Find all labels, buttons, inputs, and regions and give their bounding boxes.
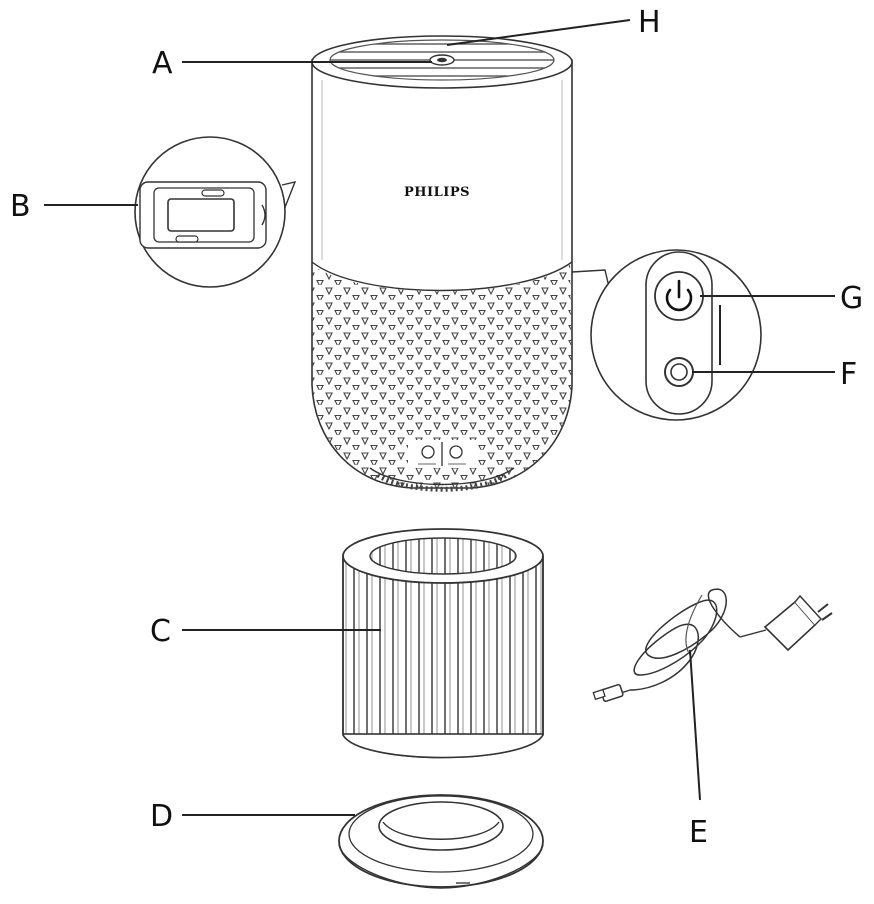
filter-cartridge bbox=[342, 528, 544, 759]
air-purifier-unit: PHILIPS bbox=[311, 35, 573, 492]
filter-indicator-icon bbox=[421, 445, 435, 459]
circle-button-icon bbox=[670, 363, 688, 381]
bottom-indicators bbox=[408, 440, 478, 468]
label-G: G bbox=[840, 281, 863, 316]
label-D: D bbox=[150, 799, 173, 834]
power-icon bbox=[665, 279, 693, 312]
light-indicator-icon bbox=[449, 445, 463, 459]
label-F: F bbox=[840, 357, 857, 392]
leader-lines bbox=[44, 19, 835, 816]
power-adapter-cord bbox=[592, 588, 833, 703]
filter-base-plate bbox=[338, 794, 544, 889]
control-panel-inset bbox=[571, 249, 762, 421]
label-A: A bbox=[152, 46, 173, 81]
brand-logo: PHILIPS bbox=[404, 185, 470, 200]
label-C: C bbox=[150, 614, 171, 649]
power-button[interactable] bbox=[654, 271, 704, 321]
label-B: B bbox=[10, 189, 31, 224]
label-E: E bbox=[689, 815, 708, 850]
label-H: H bbox=[638, 5, 661, 40]
secondary-button[interactable] bbox=[664, 357, 694, 387]
sensor-detail-inset bbox=[134, 136, 297, 288]
